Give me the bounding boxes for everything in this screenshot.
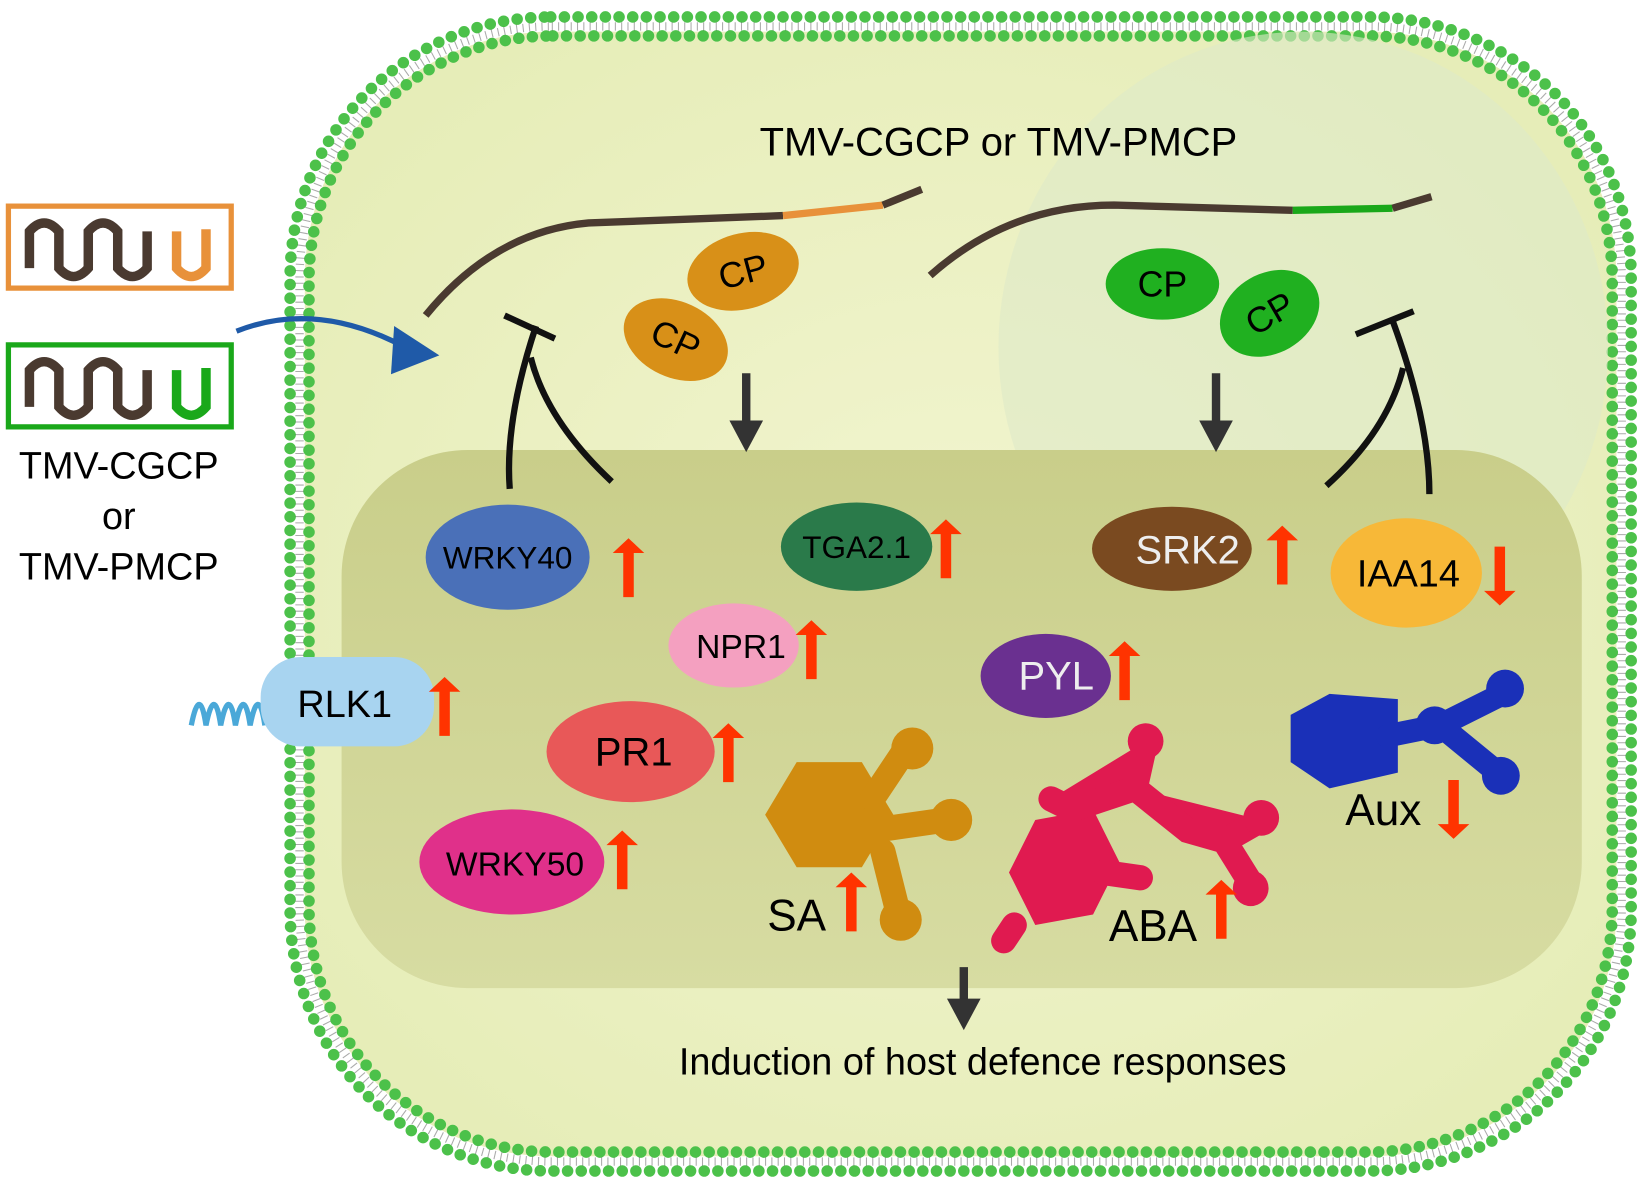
hormone-aux-molecule [1290,669,1524,795]
rna-cp-segment-pmcp [171,368,211,420]
legend-line3: TMV-PMCP [19,546,219,588]
hormone-aba-label: ABA [1109,902,1198,951]
nucleus [341,449,1582,989]
legend-box-cgcp [5,203,234,291]
hormone-sa-molecule [765,727,973,941]
svg-text:TGA2.1: TGA2.1 [802,529,911,565]
protein-pr1: PR1 [546,701,715,803]
rna-pmcp-cp-region [1292,204,1393,215]
rna-cp-segment-cgcp [171,229,211,282]
pyl-up-arrow-icon [1108,641,1141,701]
protein-tga21: TGA2.1 [780,502,933,591]
svg-text:WRKY40: WRKY40 [443,540,573,576]
legend-line1: TMV-CGCP [19,445,219,487]
svg-text:CP: CP [1138,265,1188,305]
inhibition-bar-left [503,312,557,342]
protein-srk2: SRK2 [1092,506,1252,591]
wrky40-up-arrow-icon [612,538,645,598]
srk2-up-arrow-icon [1266,525,1299,585]
svg-text:WRKY50: WRKY50 [446,847,584,884]
rna-cgcp-cp-region [782,201,884,220]
rna-squiggle-cgcp [24,218,152,282]
rna-cgcp-end [881,185,924,209]
cp-orange-1: CP [687,231,799,311]
membrane-tails [295,22,1626,1166]
rna-pmcp [927,201,1293,279]
iaa14-down-arrow-icon [1484,546,1516,606]
legend-line2: or [102,496,136,538]
cp-orange-2: CP [623,298,728,381]
npr1-up-arrow-icon [795,620,828,680]
arrowhead [1199,420,1233,453]
hormone-aux-label: Aux [1345,786,1421,835]
protein-pyl: PYL [980,633,1111,718]
svg-text:PR1: PR1 [595,730,673,774]
aux-down-arrow-icon [1437,780,1470,839]
arrowhead [729,420,764,453]
protein-rlk1: RLK1 [260,657,435,747]
membrane-inner [303,30,1619,1158]
entry-arrowhead [390,325,440,375]
outcome-text: Induction of host defence responses [679,1041,1287,1083]
membrane-outer [284,11,1637,1177]
inhibition-right [1324,319,1433,495]
pr1-up-arrow-icon [712,723,745,783]
svg-text:IAA14: IAA14 [1357,554,1460,596]
sa-up-arrow-icon [835,872,868,932]
rna-cgcp [422,211,784,318]
rna-squiggle-pmcp [24,357,152,420]
protein-wrky50: WRKY50 [419,809,605,915]
cp-green-2: CP [1219,269,1320,357]
svg-text:SRK2: SRK2 [1136,528,1240,572]
hormone-sa-label: SA [767,891,826,940]
rna-pmcp-end [1391,193,1433,212]
svg-text:NPR1: NPR1 [696,629,786,666]
cp-green-1: CP [1105,248,1220,320]
hormone-aba-molecule [991,723,1280,954]
wrky50-up-arrow-icon [606,830,638,890]
entry-arrow [235,316,406,350]
title: TMV-CGCP or TMV-PMCP [760,121,1238,165]
rlk1-spring [188,701,268,726]
protein-iaa14: IAA14 [1330,518,1482,628]
legend-box-pmcp [5,342,234,430]
protein-wrky40: WRKY40 [425,504,590,610]
inhibition-left [505,324,614,490]
aba-up-arrow-icon [1205,879,1238,939]
arrowhead [946,998,981,1031]
protein-npr1: NPR1 [668,603,799,688]
svg-text:RLK1: RLK1 [297,684,392,726]
svg-text:PYL: PYL [1019,655,1094,699]
inhibition-bar-right [1354,308,1415,338]
